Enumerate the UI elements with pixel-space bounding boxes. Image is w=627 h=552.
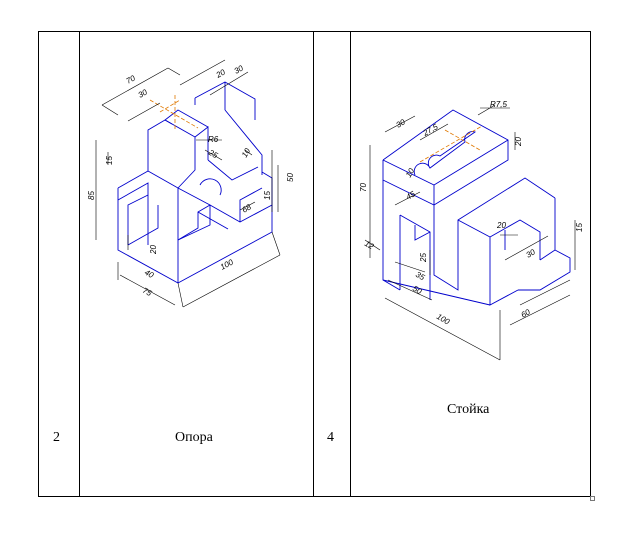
- stoyka-dim-15: 15: [575, 223, 584, 232]
- stoyka-dim-100: 100: [435, 312, 452, 327]
- opora-dim-15b: 15: [263, 191, 272, 200]
- opora-dim-20b: 20: [149, 245, 158, 255]
- resize-handle[interactable]: [590, 496, 595, 501]
- number-column-2: [314, 32, 351, 496]
- stoyka-axis-lines: [419, 125, 483, 163]
- opora-dim-20: 20: [214, 67, 228, 80]
- caption-opora: Опора: [175, 430, 213, 445]
- opora-dim-50: 50: [286, 173, 295, 182]
- stoyka-outline: [382, 109, 571, 306]
- stoyka-dim-12: 12: [363, 239, 376, 252]
- stoyka-dim-25: 25: [419, 253, 428, 263]
- stoyka-dim-70: 70: [359, 183, 368, 192]
- caption-stoyka: Стойка: [447, 402, 490, 417]
- stoyka-dim-275: 27,5: [421, 122, 440, 138]
- stoyka-dim-50: 50: [411, 284, 424, 297]
- stoyka-dim-60: 60: [520, 307, 533, 320]
- stoyka-dim-20b: 20: [496, 221, 506, 230]
- stoyka-dim-r75: R7,5: [490, 100, 507, 109]
- number-column-1: [39, 32, 80, 496]
- stoyka-dimension-labels: R7,5 30 27,5 20 10 70 45 20 15 12 35 25 …: [359, 100, 584, 327]
- opora-dim-85: 85: [87, 191, 96, 200]
- opora-outline: [117, 81, 273, 284]
- opora-dim-r6: R6: [208, 135, 219, 144]
- row-number-2: 2: [53, 430, 60, 445]
- stoyka-dim-30b: 30: [525, 247, 538, 260]
- opora-dimension-labels: 70 30 20 30 R6 25 10 15 85 50 68 15 20 4…: [87, 63, 295, 298]
- stoyka-dimension-lines: [364, 104, 576, 361]
- drawing-column-1: [80, 32, 314, 496]
- stoyka-dim-30: 30: [395, 117, 408, 130]
- task-table: [38, 31, 591, 497]
- stoyka-dim-20: 20: [514, 137, 523, 147]
- opora-axis-lines: [149, 95, 199, 130]
- row-number-4: 4: [327, 430, 334, 445]
- opora-dimension-lines: [95, 59, 281, 308]
- opora-dim-15: 15: [105, 156, 114, 165]
